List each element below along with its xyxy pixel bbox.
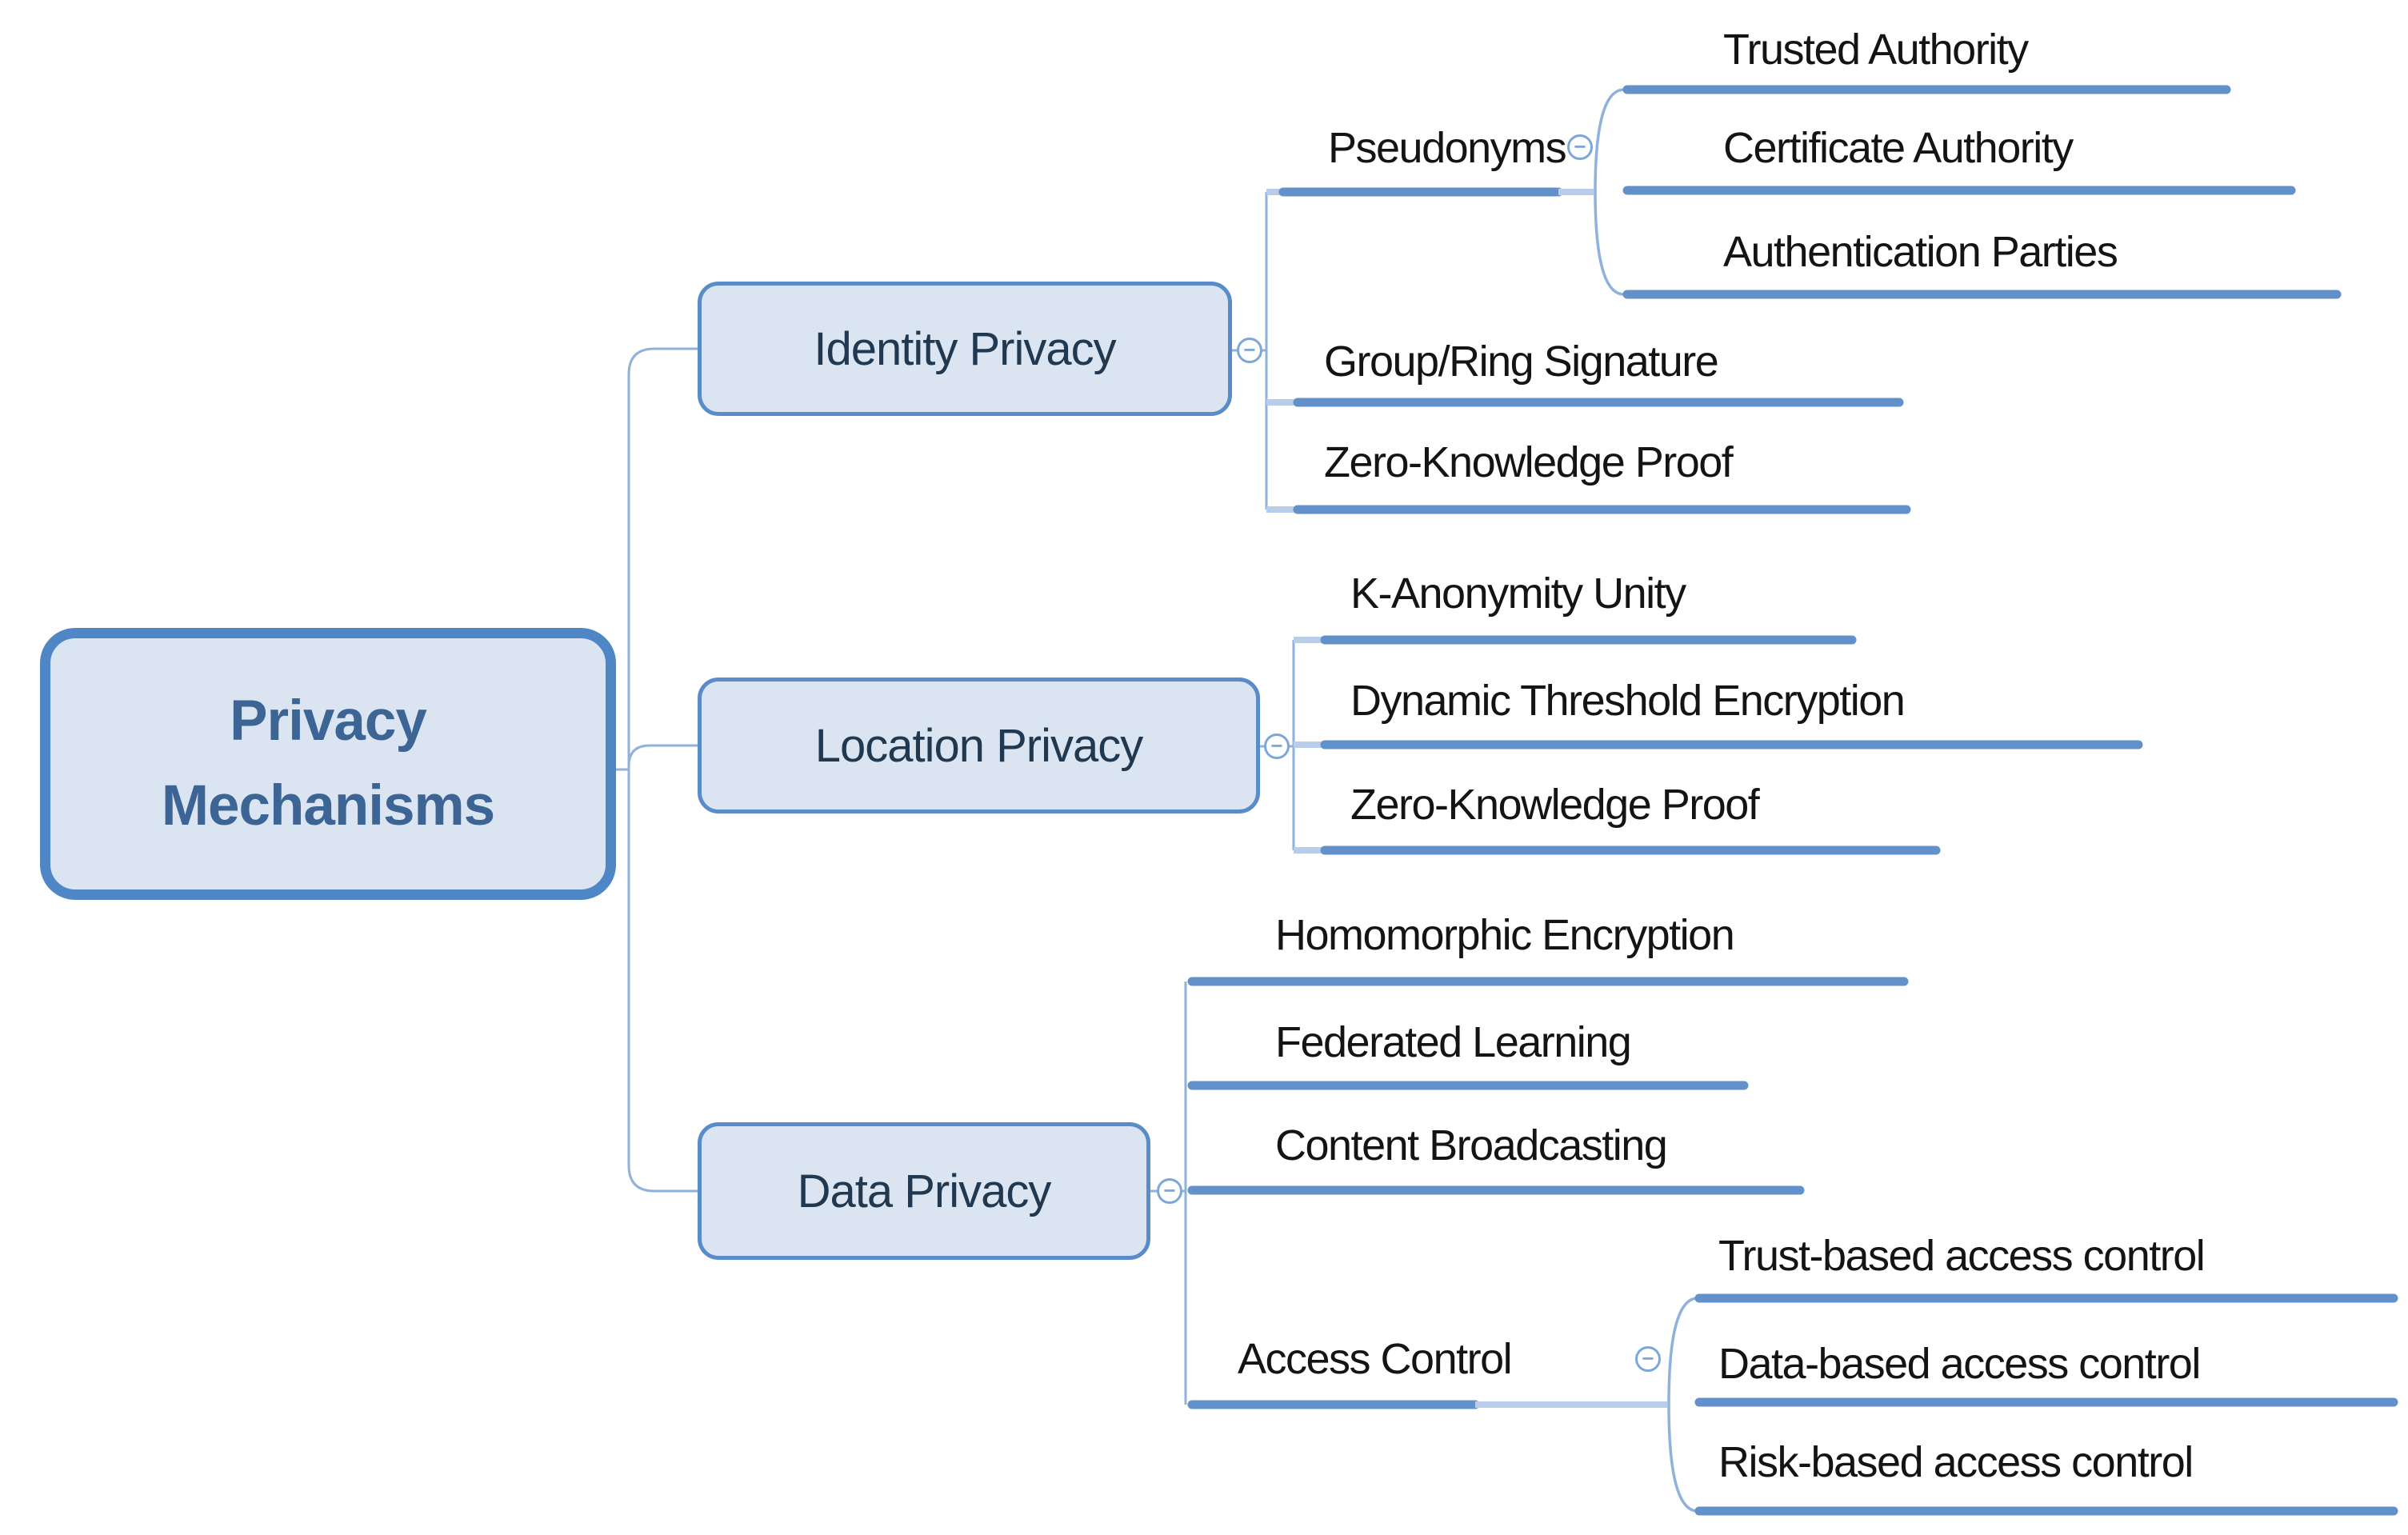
subtopic-dynamic-threshold-encryption[interactable]: Dynamic Threshold Encryption — [1350, 677, 1906, 725]
subtopic-k-anonymity-unity[interactable]: K-Anonymity Unity — [1350, 570, 1686, 618]
pseudonyms-children-brace — [1594, 88, 1625, 296]
location-branch-line — [627, 744, 698, 767]
collapse-icon-access-control[interactable]: − — [1635, 1346, 1661, 1372]
subtopic-zero-knowledge-proof-location[interactable]: Zero-Knowledge Proof — [1350, 781, 1760, 829]
minus-glyph: − — [1163, 1178, 1176, 1202]
subtopic-federated-learning[interactable]: Federated Learning — [1275, 1018, 1632, 1066]
minus-glyph: − — [1243, 338, 1256, 362]
branch-topic-location-privacy[interactable]: Location Privacy — [698, 678, 1260, 813]
subtopic-certificate-authority[interactable]: Certificate Authority — [1723, 124, 2074, 172]
access-children-brace — [1667, 1297, 1698, 1513]
collapse-icon-location-privacy[interactable]: − — [1264, 734, 1290, 759]
branch-topic-data-privacy[interactable]: Data Privacy — [698, 1122, 1150, 1260]
minus-glyph: − — [1642, 1346, 1654, 1370]
subtopic-data-based-access-control[interactable]: Data-based access control — [1718, 1340, 2201, 1388]
collapse-icon-identity-privacy[interactable]: − — [1237, 338, 1262, 363]
collapse-icon-data-privacy[interactable]: − — [1157, 1178, 1182, 1204]
root-topic-privacy-mechanisms[interactable]: Privacy Mechanisms — [40, 628, 616, 900]
subtopic-authentication-parties[interactable]: Authentication Parties — [1723, 228, 2118, 276]
root-topic-label: Privacy Mechanisms — [161, 689, 495, 838]
subtopic-zero-knowledge-proof-identity[interactable]: Zero-Knowledge Proof — [1324, 438, 1734, 486]
subtopic-risk-based-access-control[interactable]: Risk-based access control — [1718, 1438, 2194, 1486]
minus-glyph: − — [1270, 734, 1283, 758]
subtopic-group-ring-signature[interactable]: Group/Ring Signature — [1324, 338, 1719, 386]
subtopic-trust-based-access-control[interactable]: Trust-based access control — [1718, 1232, 2206, 1280]
branch-topic-label: Identity Privacy — [814, 322, 1116, 375]
branch-trunk-line — [627, 347, 698, 1193]
collapse-icon-pseudonyms[interactable]: − — [1567, 134, 1593, 160]
subtopic-content-broadcasting[interactable]: Content Broadcasting — [1275, 1121, 1668, 1169]
minus-glyph: − — [1574, 134, 1586, 158]
subtopic-trusted-authority[interactable]: Trusted Authority — [1723, 26, 2029, 74]
subtopic-homomorphic-encryption[interactable]: Homomorphic Encryption — [1275, 911, 1735, 959]
subtopic-access-control[interactable]: Access Control — [1238, 1335, 1513, 1383]
branch-topic-label: Data Privacy — [797, 1165, 1052, 1217]
subtopic-pseudonyms[interactable]: Pseudonyms — [1328, 124, 1567, 172]
branch-topic-label: Location Privacy — [814, 719, 1144, 772]
branch-topic-identity-privacy[interactable]: Identity Privacy — [698, 282, 1232, 416]
